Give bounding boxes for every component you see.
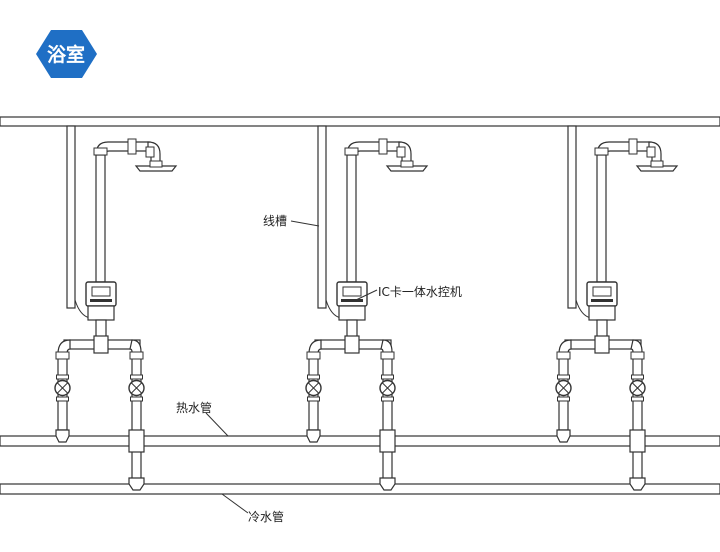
- cable-trough: [317, 125, 327, 309]
- pipe-collar: [344, 147, 359, 156]
- riser-pipe: [346, 149, 357, 283]
- shower-unit: [305, 125, 429, 491]
- shower-units: [54, 125, 679, 491]
- pipe-collar: [628, 138, 638, 155]
- hot-tee: [306, 429, 321, 443]
- pipe-collar: [594, 147, 609, 156]
- shower-head-icon: [385, 160, 429, 172]
- label-leaders: [205, 220, 378, 514]
- pipe-collar: [93, 147, 108, 156]
- valve-icon: [305, 374, 322, 402]
- valve-icon: [629, 374, 646, 402]
- pipe-collar: [380, 351, 395, 360]
- cold-tee: [379, 477, 396, 491]
- valve-icon: [379, 374, 396, 402]
- shower-unit: [555, 125, 679, 491]
- label-cable-trough: 线槽: [263, 214, 287, 228]
- crossing-collar: [379, 429, 396, 453]
- label-hot-water-pipe: 热水管: [176, 400, 212, 415]
- section-badge: 浴室: [36, 30, 97, 78]
- tee-fitting: [344, 335, 360, 354]
- pipe-collar: [129, 351, 144, 360]
- hot-tee: [556, 429, 571, 443]
- label-cold-water-pipe: 冷水管: [248, 509, 284, 524]
- cold-tee: [629, 477, 646, 491]
- pipe-collar: [396, 146, 406, 158]
- crossing-collar: [629, 429, 646, 453]
- label-ic-controller: IC卡一体水控机: [378, 285, 462, 299]
- cold-riser: [380, 339, 393, 485]
- valve-icon: [54, 374, 71, 402]
- water-controller-icon: [336, 281, 368, 341]
- pipe-collar: [646, 146, 656, 158]
- pipe-collar: [127, 138, 137, 155]
- ceiling-beam: [0, 116, 720, 127]
- pipe-collar: [306, 351, 321, 360]
- riser-pipe: [95, 149, 106, 283]
- hot-water-pipe: [0, 435, 720, 447]
- cold-water-pipe: [0, 483, 720, 495]
- cold-riser: [630, 339, 643, 485]
- cold-riser: [129, 339, 142, 485]
- pipe-collar: [55, 351, 70, 360]
- shower-head-icon: [134, 160, 178, 172]
- pipe-collar: [145, 146, 155, 158]
- cold-tee: [128, 477, 145, 491]
- tee-fitting: [93, 335, 109, 354]
- badge-title: 浴室: [47, 43, 85, 66]
- water-controller-icon: [586, 281, 618, 341]
- water-controller-icon: [85, 281, 117, 341]
- shower-unit: [54, 125, 178, 491]
- crossing-collar: [128, 429, 145, 453]
- cable-trough: [66, 125, 76, 309]
- pipe-collar: [378, 138, 388, 155]
- shower-head-icon: [635, 160, 679, 172]
- hot-tee: [55, 429, 70, 443]
- pipe-collar: [556, 351, 571, 360]
- hexagon-badge-icon: [36, 30, 97, 78]
- cable-trough: [567, 125, 577, 309]
- pipe-collar: [630, 351, 645, 360]
- riser-pipe: [596, 149, 607, 283]
- tee-fitting: [594, 335, 610, 354]
- valve-icon: [555, 374, 572, 402]
- valve-icon: [128, 374, 145, 402]
